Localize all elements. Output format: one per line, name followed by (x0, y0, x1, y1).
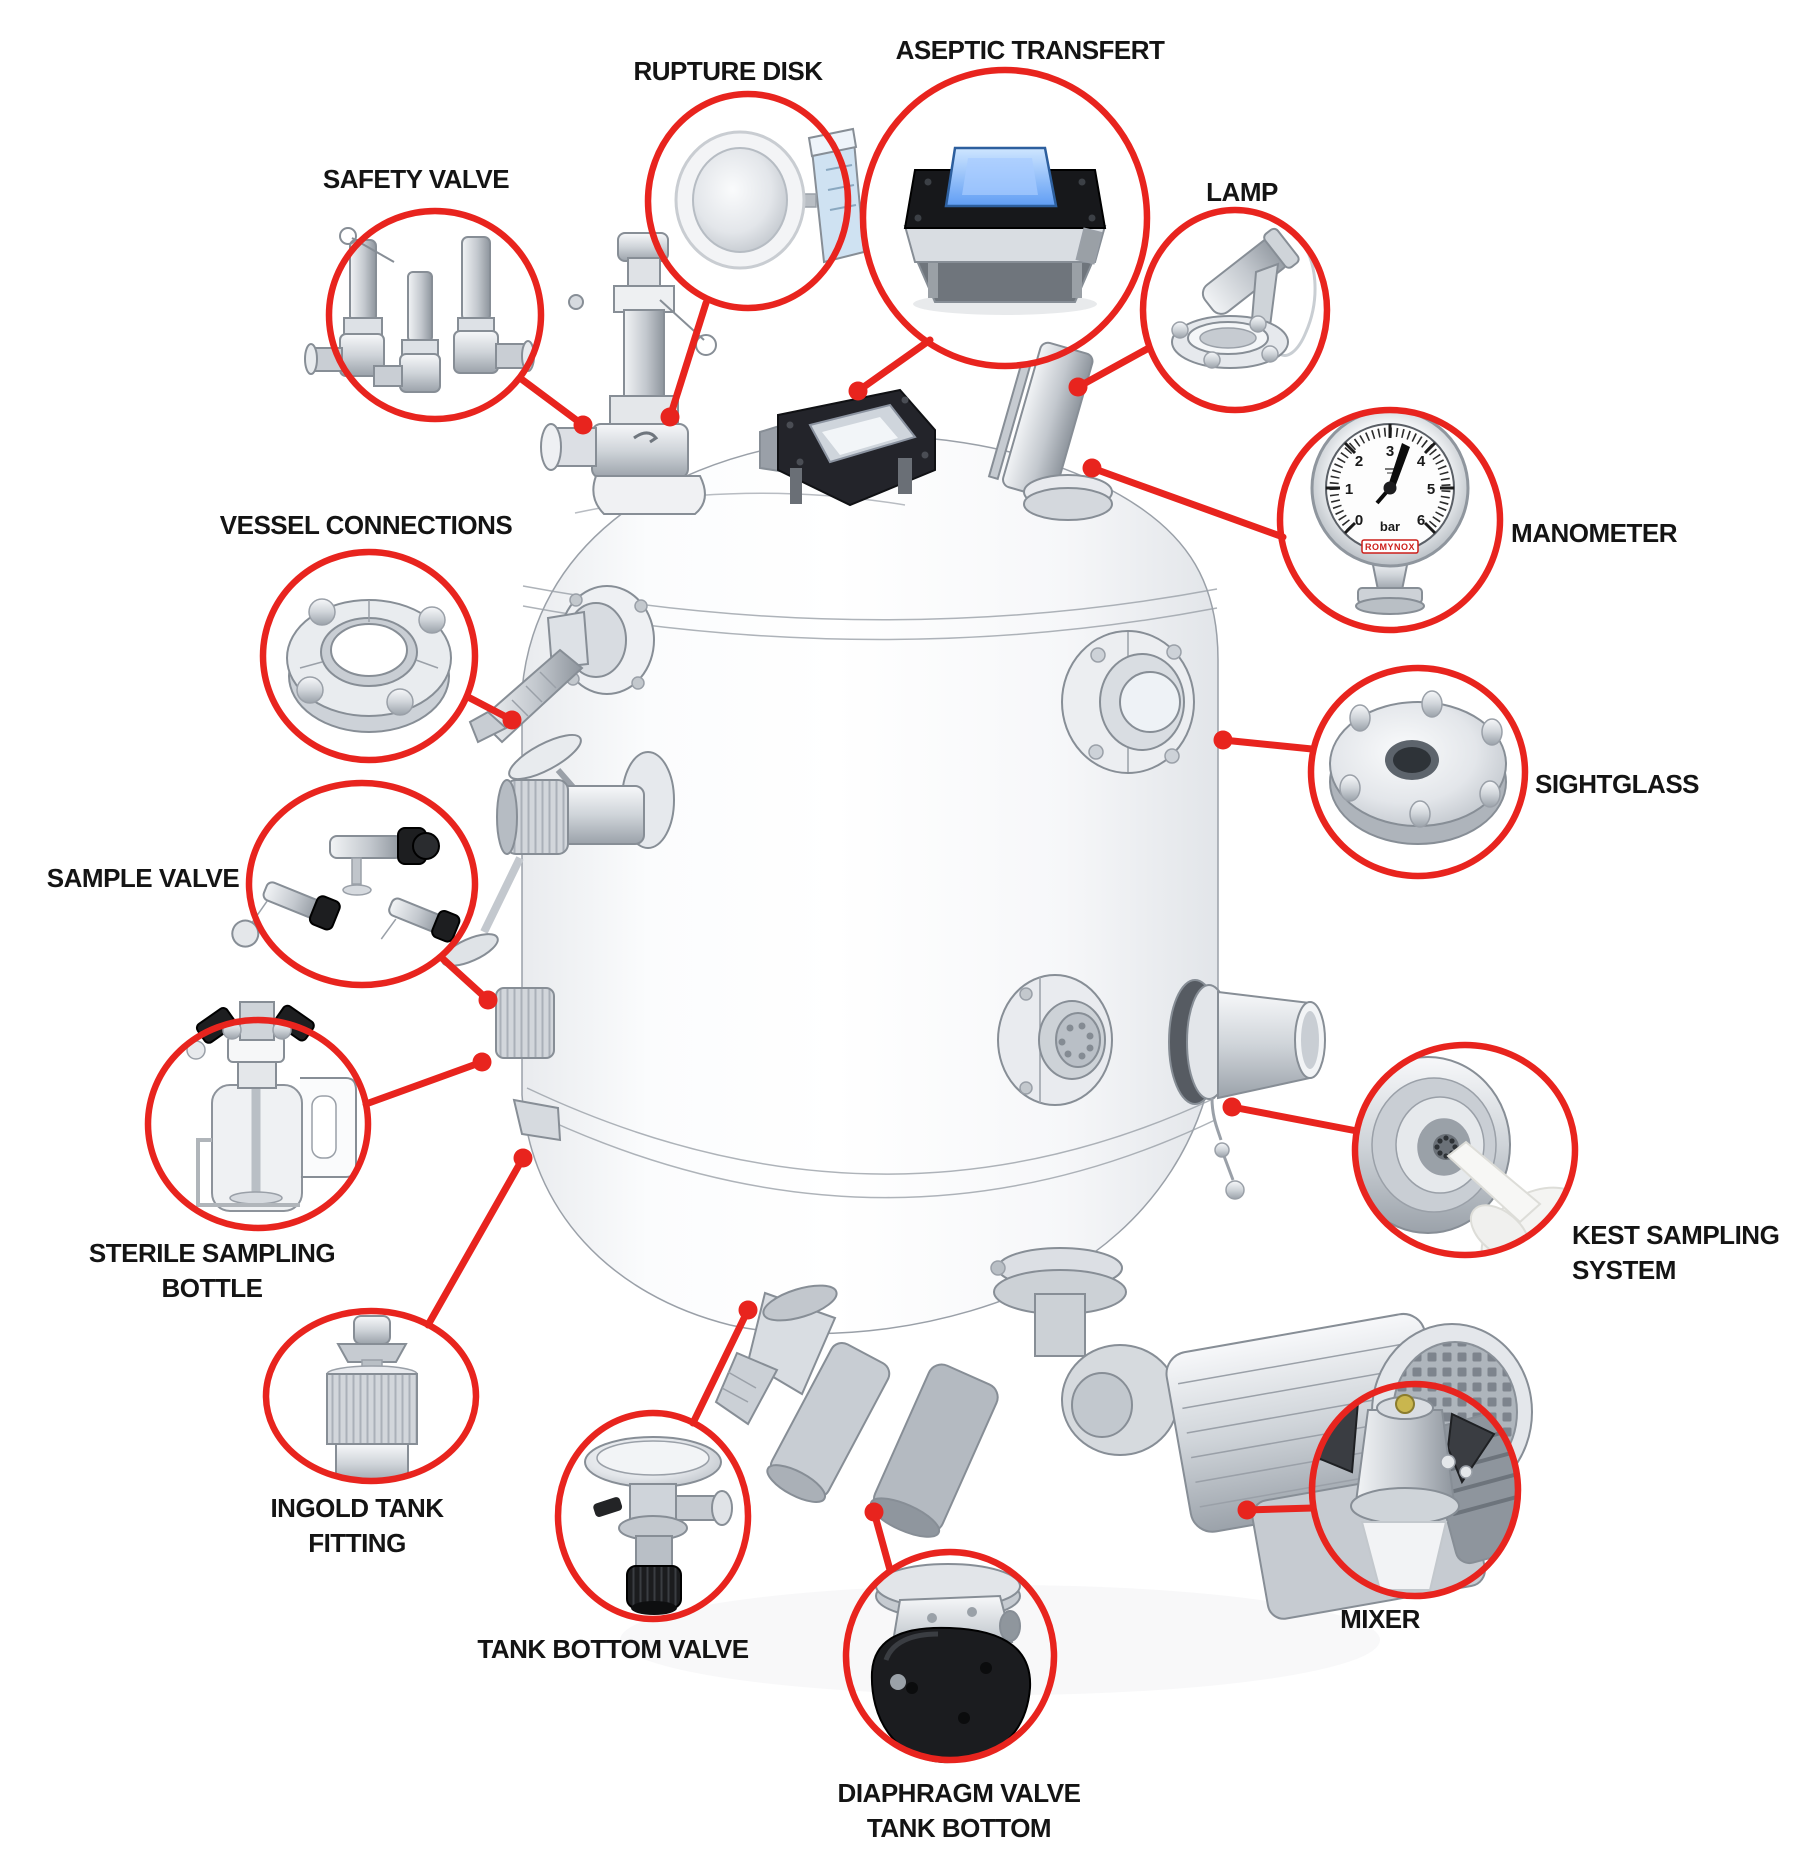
manometer-connector-line (1088, 464, 1287, 541)
gauge-tick-1: 1 (1345, 481, 1353, 498)
lamp-photo (1171, 227, 1317, 369)
callout-connectors (362, 299, 1361, 1574)
tank-bottom-valve-connector-dot (738, 1300, 758, 1320)
mixer-callout-circle (1308, 1380, 1522, 1600)
tank-sample-valve-port (441, 733, 675, 1142)
mixer-connector-line (1243, 1504, 1317, 1514)
tank-bottom-valve-photo (584, 1436, 733, 1615)
gauge-tick-5: 5 (1427, 481, 1435, 498)
label-lamp: LAMP (1206, 177, 1278, 207)
label-sightglass: SIGHTGLASS (1534, 769, 1700, 799)
lamp-connector-dot (1068, 377, 1088, 397)
safety-valve-connector-dot (573, 415, 593, 435)
vessel-connections-callout-circle (259, 548, 479, 764)
gauge-tick-3: 3 (1386, 443, 1394, 460)
tank-side-flange-port (468, 585, 655, 744)
ingold-tank-fitting-photo (326, 1315, 418, 1481)
ingold-tank-fitting-callout-circle (262, 1307, 480, 1485)
sample-valve-connector-dot (478, 990, 498, 1010)
label-vessel-connections: VESSEL CONNECTIONS (219, 510, 513, 540)
ingold-connector-line (424, 1154, 527, 1329)
vessel-connections-photo (286, 598, 452, 733)
sightglass-connector-dot (1213, 730, 1233, 750)
tank-bottom-seam-1 (526, 1087, 1216, 1175)
sterile-sampling-bottle-photo (186, 1001, 357, 1212)
tank-sightglass-port (1061, 630, 1195, 774)
ingold-connector-dot (513, 1148, 533, 1168)
tank-bottom-drain-nozzle (714, 1284, 838, 1426)
tank-diaphragm-valve-fitting (766, 1341, 999, 1538)
tank-lamp-port (987, 341, 1113, 521)
tank-bottom-seam-2 (526, 1109, 1216, 1199)
sightglass-connector-line (1219, 736, 1316, 753)
gauge-tick-6: 6 (1417, 512, 1425, 529)
gauge-brand: ROMYNOX (1365, 542, 1415, 552)
safety-valve-callout-circle (325, 207, 545, 423)
sightglass-callout-circle (1307, 664, 1529, 880)
lamp-connector-line (1074, 345, 1151, 391)
manometer-photo: 0 1 2 3 4 5 6 bar ROMYNOX (1310, 408, 1470, 615)
label-manometer: MANOMETER (1511, 518, 1677, 548)
gauge-unit: bar (1380, 519, 1400, 534)
gauge-needle (1386, 443, 1410, 492)
aseptic-transfert-connector-dot (848, 381, 868, 401)
gauge-tick-2: 2 (1355, 453, 1363, 470)
gauge-tick-0: 0 (1355, 512, 1363, 529)
tank-bottom-valve-callout-circle (554, 1409, 752, 1623)
label-sample-valve: SAMPLE VALVE (46, 863, 240, 893)
label-sterile-sampling-bottle: STERILE SAMPLING BOTTLE (88, 1238, 336, 1303)
tank-lower-flange-port (997, 974, 1113, 1106)
sample-valve-photo (231, 827, 461, 948)
kest-connector-dot (1222, 1097, 1242, 1117)
sterile-bottle-connector-line (362, 1058, 486, 1108)
sample-valve-callout-circle (245, 779, 479, 989)
rupture-disk-connector-line (666, 299, 710, 421)
kest-sampling-callout-circle (1351, 1041, 1579, 1259)
tank-aseptic-port (759, 388, 936, 507)
tank-fittings (441, 232, 1533, 1620)
safety-valve-photo (304, 227, 535, 393)
mixer-photo (1316, 1394, 1518, 1591)
label-rupture-disk: RUPTURE DISK (633, 56, 823, 86)
tank-outlet-nozzle (1168, 979, 1326, 1200)
aseptic-transfert-callout-circle (859, 66, 1151, 370)
label-tank-bottom-valve: TANK BOTTOM VALVE (477, 1634, 749, 1664)
tank-bottom-valve-connector-line (689, 1306, 752, 1427)
callout-circles (144, 66, 1579, 1764)
label-mixer: MIXER (1340, 1604, 1420, 1634)
label-ingold-tank-fitting: INGOLD TANK FITTING (270, 1493, 444, 1558)
diaphragm-valve-callout-circle (842, 1548, 1058, 1764)
tank-safety-valve-fitting (540, 232, 717, 515)
rupture-disk-callout-circle (644, 90, 852, 312)
lamp-callout-circle (1139, 206, 1331, 414)
gauge-tick-4: 4 (1417, 453, 1426, 470)
aseptic-transfert-connector-line (854, 336, 934, 395)
sterile-bottle-connector-dot (472, 1052, 492, 1072)
diaphragm-valve-connector-dot (864, 1502, 884, 1522)
vessel-connections-connector-dot (502, 710, 522, 730)
manometer-callout-circle (1276, 406, 1504, 634)
sample-valve-connector-line (439, 955, 492, 1004)
sterile-sampling-bottle-callout-circle (144, 1016, 372, 1232)
label-kest-sampling-system: KEST SAMPLING SYSTEM (1572, 1220, 1780, 1285)
diaphragm-valve-photo (870, 1563, 1032, 1764)
mixer-connector-dot (1237, 1500, 1257, 1520)
diaphragm-valve-connector-line (870, 1508, 894, 1574)
label-aseptic-transfert: ASEPTIC TRANSFERT (895, 35, 1165, 65)
kest-connector-line (1228, 1103, 1361, 1135)
rupture-disk-connector-dot (660, 407, 680, 427)
sightglass-photo (1329, 690, 1507, 845)
tank-body (521, 435, 1219, 1335)
aseptic-transfert-photo (903, 146, 1107, 315)
safety-valve-connector-line (516, 374, 587, 429)
rupture-disk-photo (674, 127, 866, 270)
label-safety-valve: SAFETY VALVE (322, 164, 510, 194)
manometer-connector-dot (1082, 458, 1102, 478)
label-diaphragm-valve: DIAPHRAGM VALVE TANK BOTTOM (837, 1778, 1081, 1843)
